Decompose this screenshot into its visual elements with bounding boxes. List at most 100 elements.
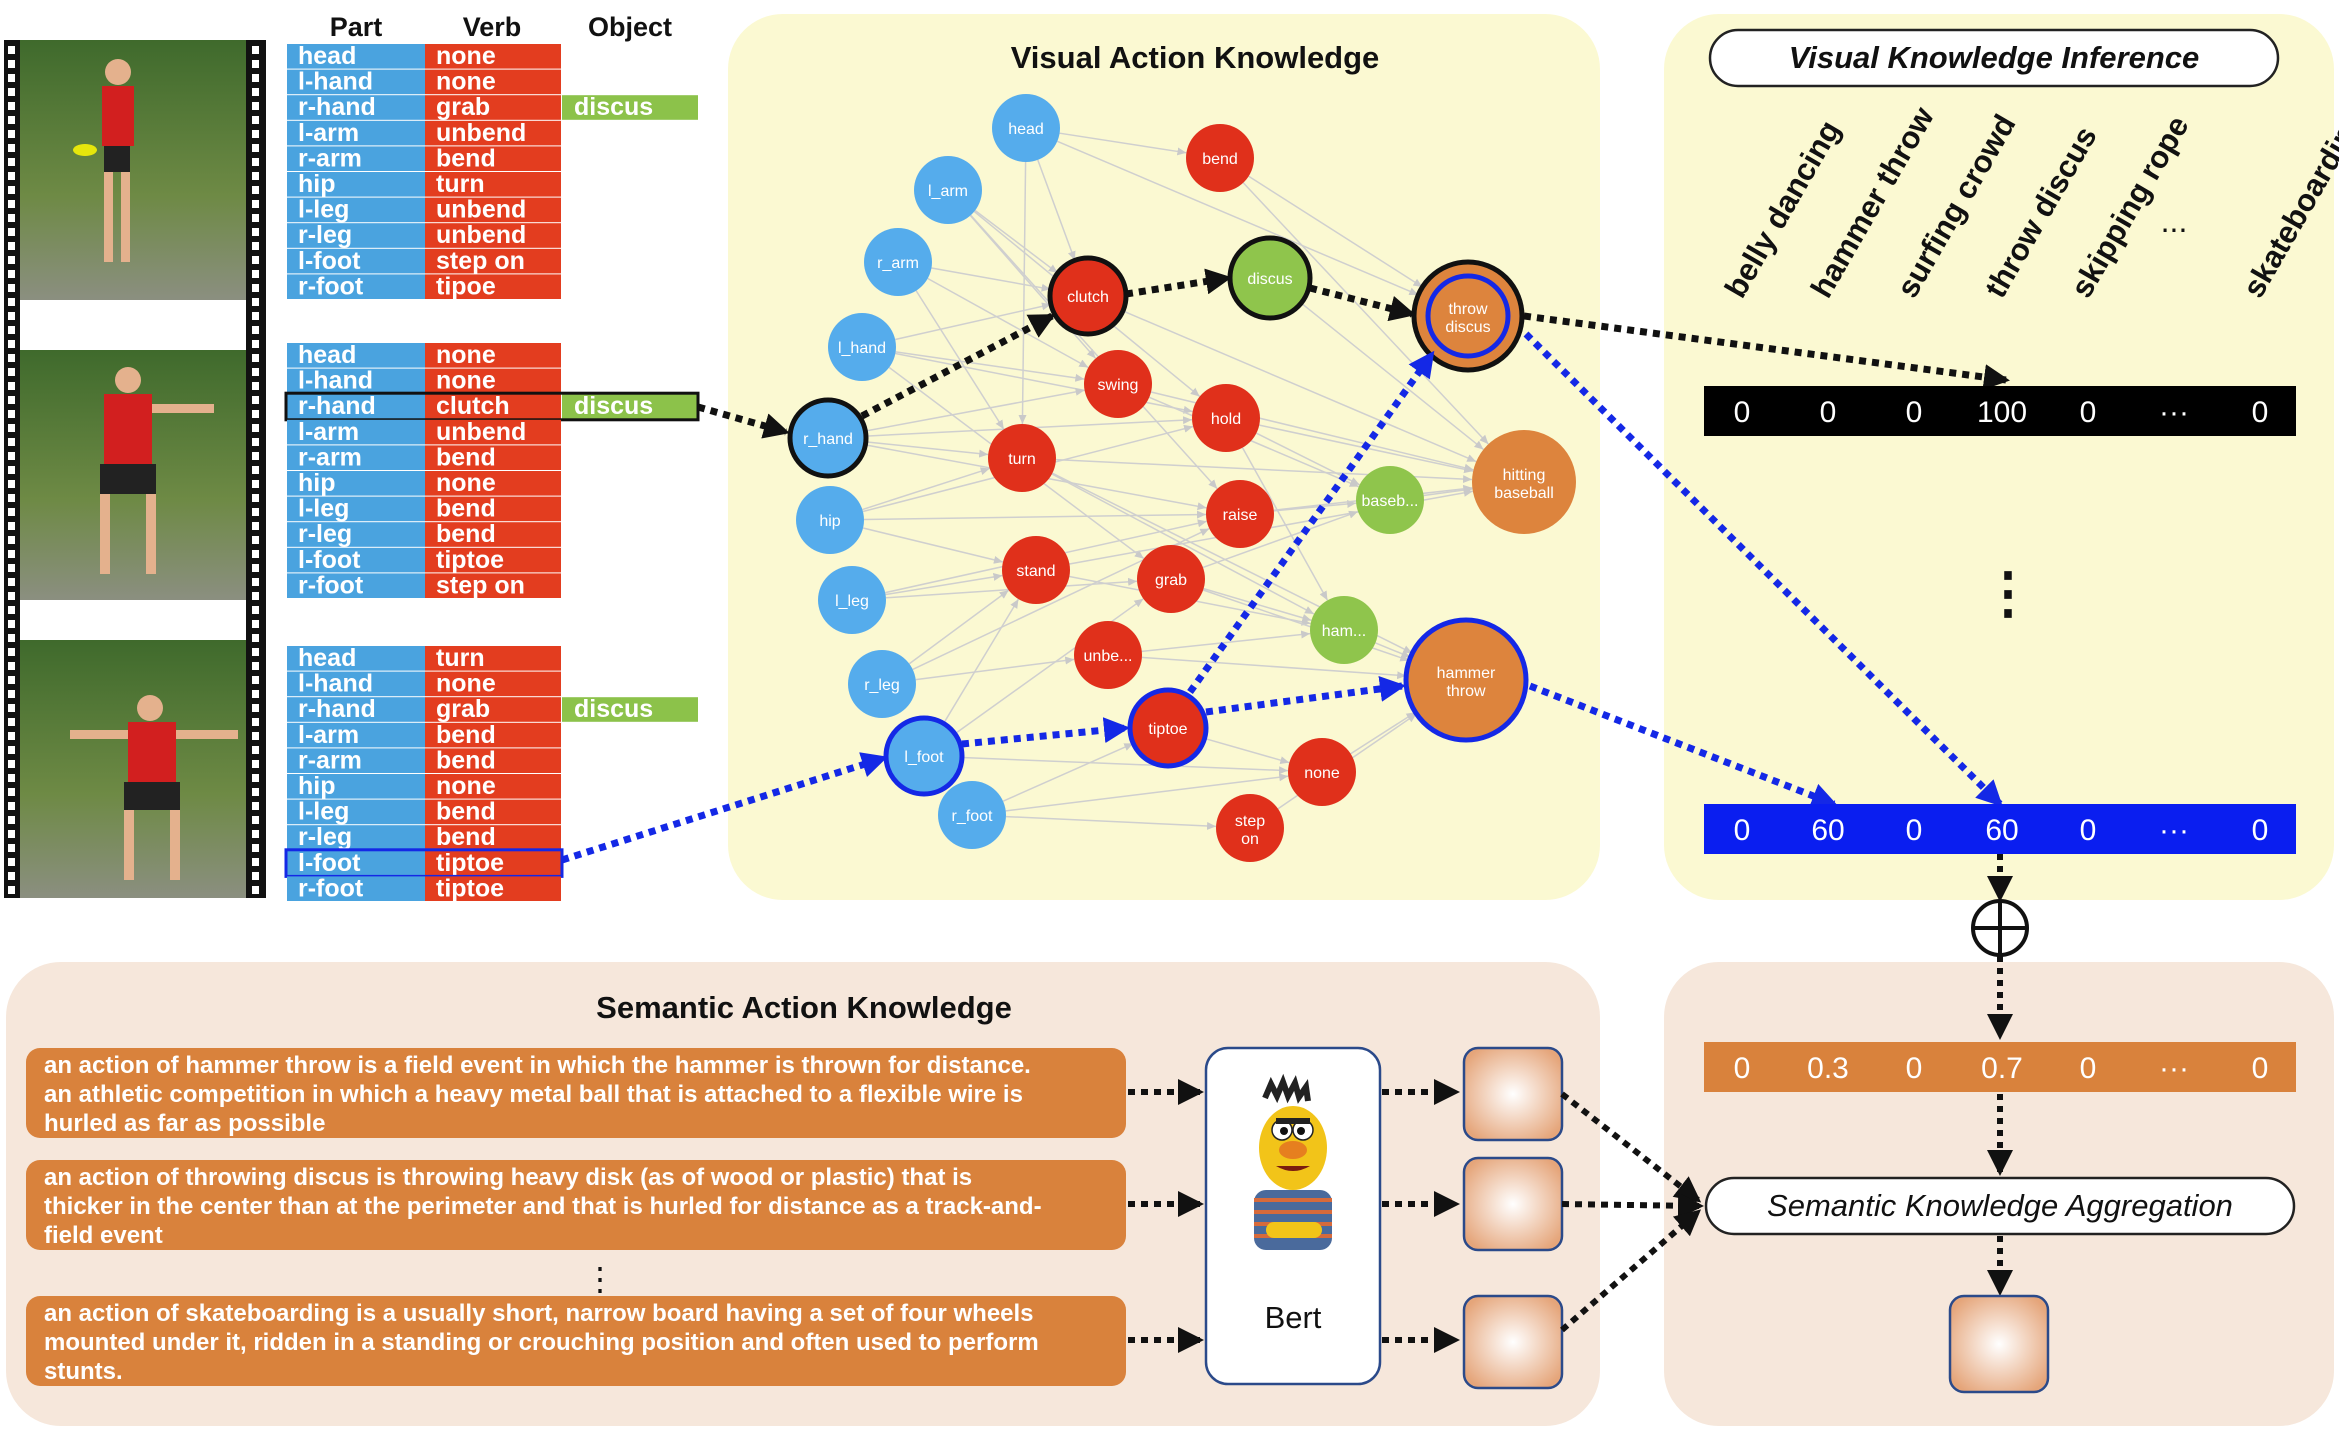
graph-edge (862, 467, 990, 511)
part-cell (287, 850, 425, 876)
graph-edge (1350, 711, 1416, 755)
graph-edge (1122, 310, 1477, 463)
sprocket-hole (8, 634, 15, 642)
sprocket-hole (8, 326, 15, 334)
node-ring (1403, 617, 1529, 743)
part-cell (287, 573, 425, 598)
verb-label: bend (436, 495, 496, 523)
description-line: hurled as far as possible (44, 1110, 325, 1137)
bert-encoder: Bert (1204, 1046, 1382, 1386)
node-label-line1: hitting (1503, 467, 1546, 484)
vertical-ellipsis: ⋮ (1980, 561, 2036, 624)
path-hammer-to-vector (1528, 682, 1838, 809)
verb-cell (425, 274, 561, 299)
sprocket-hole (8, 158, 15, 166)
verb-cell (425, 722, 561, 748)
sprocket-hole (252, 186, 259, 194)
part-cell (287, 69, 425, 95)
vector-value: 0 (1734, 396, 1751, 429)
sprocket-hole (8, 746, 15, 754)
node-circle (1206, 480, 1274, 548)
graph-edge (1241, 447, 1329, 601)
sprocket-hole (8, 704, 15, 712)
graph-edge (915, 290, 1005, 430)
sprocket-hole (252, 886, 259, 894)
node-label-line2: throw (1446, 683, 1486, 700)
verb-cell (425, 394, 561, 419)
sprocket-hole (252, 438, 259, 446)
verb-cell (425, 496, 561, 522)
vector-bar (1704, 1042, 2296, 1092)
embedding-box-1 (1462, 1046, 1564, 1142)
node-label: l_leg (835, 593, 869, 610)
verb-label: clutch (436, 392, 510, 420)
sprocket-hole (252, 74, 259, 82)
part-label: r-foot (298, 571, 364, 599)
graph-edge (1002, 742, 1134, 802)
verb-label: none (436, 68, 496, 96)
sprocket-hole (252, 788, 259, 796)
node-label: turn (1008, 451, 1036, 468)
part-label: l-leg (298, 495, 349, 523)
part-label: l-hand (298, 367, 373, 395)
verb-cell (425, 223, 561, 248)
sprocket-hole (252, 368, 259, 376)
sprocket-hole (8, 802, 15, 810)
sum-operator (1971, 899, 2029, 957)
node-label: hip (819, 513, 840, 530)
sprocket-hole (8, 102, 15, 110)
graph-node-discus: discus (1227, 235, 1313, 321)
node-label-line1: hammer (1437, 665, 1496, 682)
header-part: Part (330, 12, 383, 42)
part-label: r-leg (298, 520, 352, 548)
graph-edge (1423, 486, 1473, 497)
part-cell (287, 95, 425, 120)
sprocket-hole (8, 130, 15, 138)
graph-edge (1273, 500, 1357, 512)
graph-edge (1056, 140, 1419, 296)
sprocket-hole (252, 802, 259, 810)
sprocket-hole (8, 228, 15, 236)
path-tiptoe-to-hammer (1205, 676, 1406, 716)
part-label: hip (298, 772, 336, 800)
vector-value: 0 (2080, 396, 2097, 429)
part-label: r-hand (298, 392, 376, 420)
sprocket-hole (8, 396, 15, 404)
description-box (26, 1296, 1126, 1386)
node-label-line2: baseball (1494, 485, 1554, 502)
node-circle (988, 424, 1056, 492)
node-circle (1472, 430, 1576, 534)
graph-edge (1037, 159, 1076, 261)
node-circle (828, 313, 896, 381)
sprocket-hole (252, 732, 259, 740)
part-label: l-arm (298, 721, 359, 749)
part-cell (287, 445, 425, 470)
sprocket-hole (252, 228, 259, 236)
sprocket-hole (252, 424, 259, 432)
verb-cell (425, 671, 561, 697)
video-frame-1 (20, 40, 246, 300)
verb-cell (425, 876, 561, 901)
node-ring-inner (1425, 273, 1511, 359)
sprocket-hole (8, 886, 15, 894)
verb-cell (425, 120, 561, 146)
graph-node-grab: grab (1137, 545, 1205, 613)
graph-edge (1242, 182, 1489, 445)
verb-cell (425, 522, 561, 547)
part-label: head (298, 42, 356, 70)
aggregation-label: Semantic Knowledge Aggregation (1767, 1188, 2233, 1223)
verb-label: none (436, 42, 496, 70)
part-cell (287, 799, 425, 825)
graph-node-head: head (992, 94, 1060, 162)
path-lfoot-to-tiptoe (961, 717, 1130, 748)
path-discus-to-throwdiscus (1309, 284, 1416, 322)
verb-label: bend (436, 520, 496, 548)
verb-cell (425, 343, 561, 368)
sprocket-hole (8, 550, 15, 558)
sprocket-hole (8, 508, 15, 516)
sprocket-hole (8, 718, 15, 726)
description-line: field event (44, 1222, 163, 1249)
